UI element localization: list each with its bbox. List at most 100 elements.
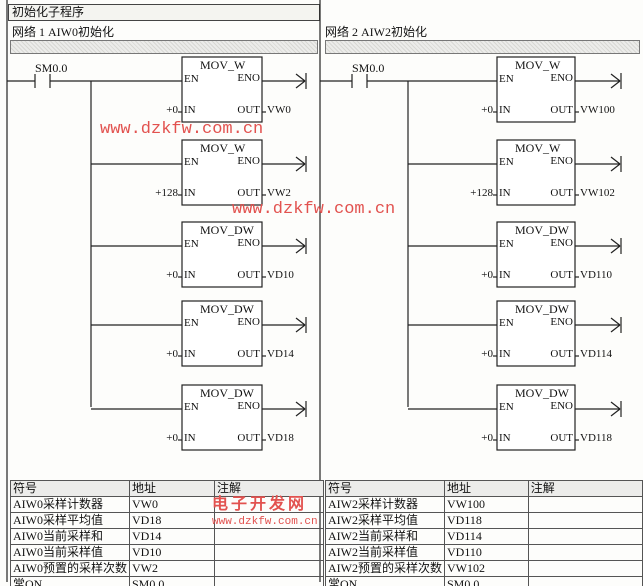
symbol-cell[interactable]: AIW0预置的采样次数 xyxy=(10,560,130,577)
address-cell[interactable]: VD10 xyxy=(129,544,215,561)
comment-cell[interactable] xyxy=(527,512,643,529)
instruction-box xyxy=(181,139,263,206)
watermark: www.dzkfw.com.cn xyxy=(212,516,318,528)
address-cell[interactable]: VD114 xyxy=(444,528,529,545)
pin-eno: ENO xyxy=(550,237,573,249)
output-address: VD10 xyxy=(267,269,294,281)
pin-out: OUT xyxy=(237,348,260,360)
symbol-cell[interactable]: 常ON xyxy=(325,576,445,586)
pin-eno: ENO xyxy=(237,155,260,167)
symbol-cell[interactable]: AIW2预置的采样次数 xyxy=(325,560,445,577)
output-arrow xyxy=(610,401,621,410)
input-value: +0 xyxy=(166,348,178,360)
address-cell[interactable]: VW0 xyxy=(129,496,215,513)
address-cell[interactable]: VW2 xyxy=(129,560,215,577)
symbol-cell[interactable]: AIW2当前采样和 xyxy=(325,528,445,545)
pin-in: IN xyxy=(184,269,196,281)
pin-en: EN xyxy=(499,401,514,413)
address-cell[interactable]: VD110 xyxy=(444,544,529,561)
output-arrow xyxy=(295,317,306,326)
comment-cell[interactable] xyxy=(214,544,324,561)
comment-cell[interactable] xyxy=(527,496,643,513)
comment-cell[interactable] xyxy=(214,528,324,545)
pin-in: IN xyxy=(184,432,196,444)
pin-en: EN xyxy=(499,317,514,329)
column-header: 符号 xyxy=(10,480,130,497)
symbol-cell[interactable]: AIW0当前采样值 xyxy=(10,544,130,561)
input-value: +0 xyxy=(481,269,493,281)
output-arrow xyxy=(295,73,306,82)
pin-in: IN xyxy=(499,348,511,360)
output-address: VW102 xyxy=(580,187,615,199)
pin-eno: ENO xyxy=(237,316,260,328)
symbol-cell[interactable]: AIW2采样平均值 xyxy=(325,512,445,529)
comment-cell[interactable] xyxy=(527,528,643,545)
contact-label: SM0.0 xyxy=(352,61,385,75)
pin-eno: ENO xyxy=(550,72,573,84)
output-arrow xyxy=(295,80,306,89)
column-header: 注解 xyxy=(527,480,643,497)
output-address: VW0 xyxy=(267,104,291,116)
input-value: +0 xyxy=(166,104,178,116)
pin-eno: ENO xyxy=(237,72,260,84)
input-value: +0 xyxy=(481,104,493,116)
address-cell[interactable]: SM0.0 xyxy=(444,576,529,586)
network-comment-field[interactable] xyxy=(10,40,318,54)
input-value: +128 xyxy=(155,187,178,199)
column-header: 符号 xyxy=(325,480,445,497)
comment-cell[interactable] xyxy=(214,576,324,586)
input-value: +0 xyxy=(166,269,178,281)
output-arrow xyxy=(610,238,621,247)
pin-en: EN xyxy=(184,156,199,168)
address-cell[interactable]: VD18 xyxy=(129,512,215,529)
comment-cell[interactable] xyxy=(527,576,643,586)
pin-out: OUT xyxy=(550,348,573,360)
address-cell[interactable]: SM0.0 xyxy=(129,576,215,586)
pin-eno: ENO xyxy=(237,400,260,412)
column-header: 地址 xyxy=(129,480,215,497)
instruction-box xyxy=(181,221,263,288)
symbol-cell[interactable]: AIW0当前采样和 xyxy=(10,528,130,545)
address-cell[interactable]: VW102 xyxy=(444,560,529,577)
instruction-name: MOV_W xyxy=(515,141,561,155)
column-header: 地址 xyxy=(444,480,529,497)
network-comment-field[interactable] xyxy=(325,40,640,54)
pin-eno: ENO xyxy=(550,316,573,328)
symbol-cell[interactable]: AIW0采样平均值 xyxy=(10,512,130,529)
symbol-cell[interactable]: 常ON xyxy=(10,576,130,586)
pin-in: IN xyxy=(499,432,511,444)
symbol-cell[interactable]: AIW2采样计数器 xyxy=(325,496,445,513)
address-cell[interactable]: VD118 xyxy=(444,512,529,529)
instruction-box xyxy=(181,56,263,123)
output-address: VD114 xyxy=(580,348,612,360)
comment-cell[interactable] xyxy=(527,560,643,577)
input-value: +128 xyxy=(470,187,493,199)
comment-cell[interactable] xyxy=(527,544,643,561)
address-cell[interactable]: VD14 xyxy=(129,528,215,545)
output-address: VW100 xyxy=(580,104,615,116)
output-arrow xyxy=(610,163,621,172)
pin-in: IN xyxy=(184,187,196,199)
pin-out: OUT xyxy=(550,187,573,199)
address-cell[interactable]: VW100 xyxy=(444,496,529,513)
output-arrow xyxy=(295,324,306,333)
output-address: VD14 xyxy=(267,348,294,360)
comment-cell[interactable] xyxy=(214,560,324,577)
output-arrow xyxy=(295,245,306,254)
symbol-cell[interactable]: AIW2当前采样值 xyxy=(325,544,445,561)
instruction-box xyxy=(181,384,263,451)
output-address: VD18 xyxy=(267,432,294,444)
output-arrow xyxy=(295,401,306,410)
symbol-cell[interactable]: AIW0采样计数器 xyxy=(10,496,130,513)
output-address: VW2 xyxy=(267,187,291,199)
instruction-name: MOV_DW xyxy=(200,223,254,237)
